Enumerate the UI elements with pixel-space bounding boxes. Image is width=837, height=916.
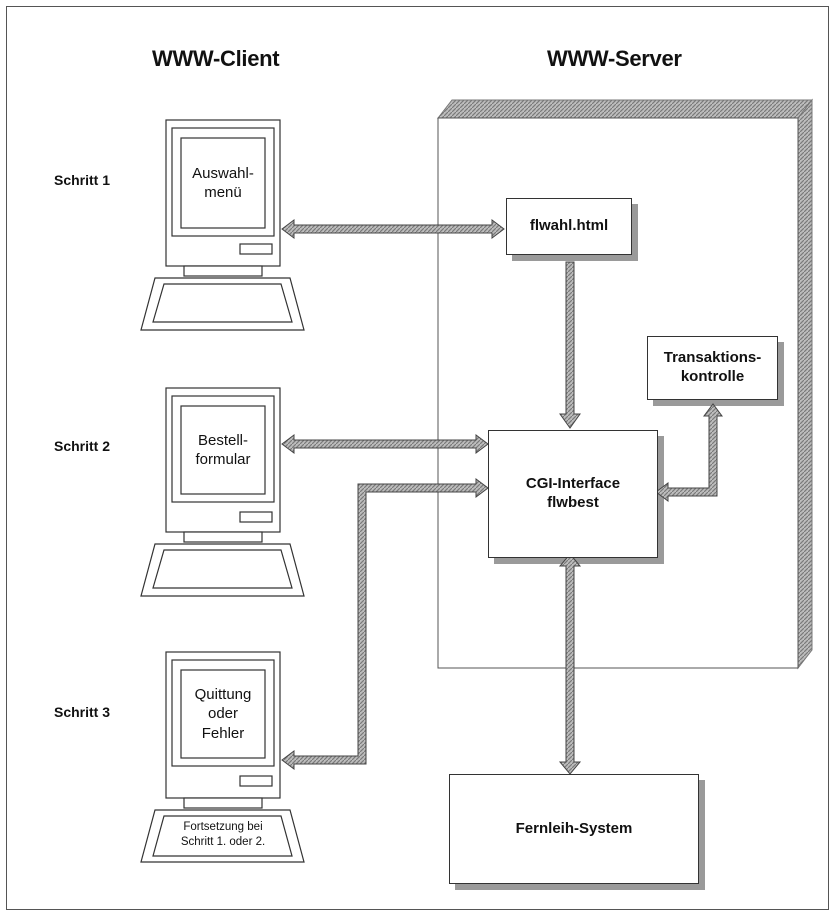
computer-3 <box>140 651 305 863</box>
step-2-label: Schritt 2 <box>54 438 111 454</box>
arrow-step1-flwahl <box>281 219 505 239</box>
computer-2 <box>140 387 305 597</box>
cgi-interface-box: CGI-Interface flwbest <box>488 430 658 558</box>
client-header: WWW-Client <box>152 46 280 71</box>
transaktion-box: Transaktions- kontrolle <box>647 336 778 400</box>
computer-1 <box>140 119 305 331</box>
screen-3-text: Quittung oder Fehler <box>194 685 252 742</box>
server-header: WWW-Server <box>547 46 682 71</box>
screen-1-text: Auswahl- menü <box>192 164 254 202</box>
flwahl-box: flwahl.html <box>506 198 632 255</box>
keyboard-3-note: Fortsetzung bei Schritt 1. oder 2. <box>180 821 266 848</box>
step-1-label: Schritt 1 <box>54 172 111 188</box>
step-3-label: Schritt 3 <box>54 704 111 720</box>
screen-2-text: Bestell- formular <box>195 431 251 469</box>
arrow-flwahl-cgi <box>559 261 581 429</box>
diagram-frame <box>6 6 829 910</box>
arrow-cgi-transaktion <box>655 403 723 502</box>
fernleih-system-box: Fernleih-System <box>449 774 699 884</box>
